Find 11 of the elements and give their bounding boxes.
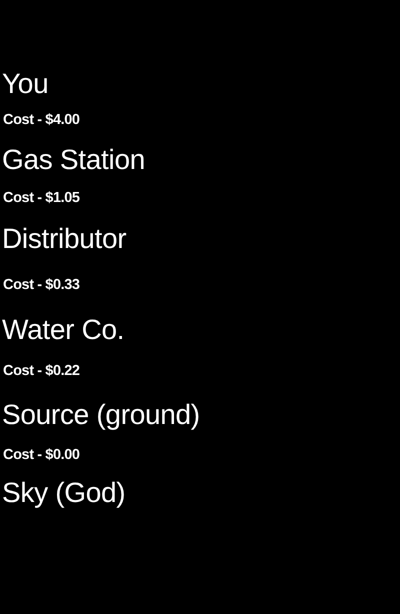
cost-label: Cost - $0.22 [3,364,80,378]
stage-label: Source (ground) [2,401,200,429]
cost-label: Cost - $0.33 [3,278,80,292]
cost-label: Cost - $4.00 [3,113,80,128]
stage-label: Distributor [2,225,126,253]
stage-label: Water Co. [2,316,124,344]
stage-label: You [2,70,48,98]
stage-label: Sky (God) [2,479,126,507]
cost-label: Cost - $1.05 [3,191,80,206]
cost-label: Cost - $0.00 [3,448,80,462]
stage-label: Gas Station [2,146,146,174]
